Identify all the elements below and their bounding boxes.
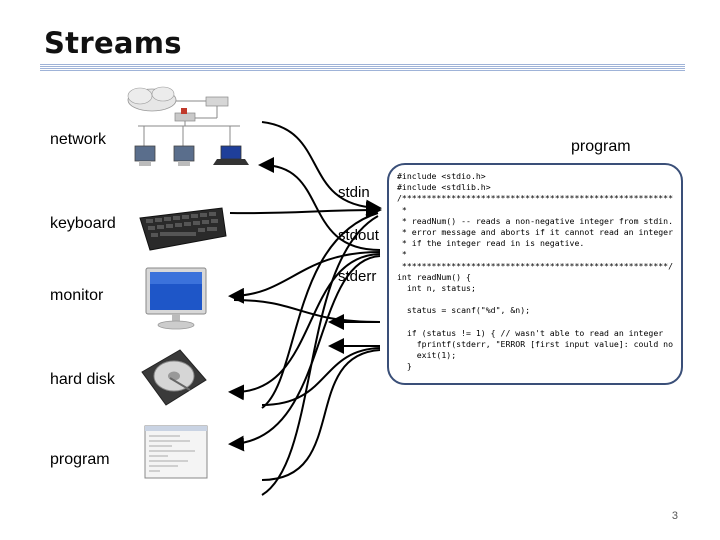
arrow-stdout-to-network <box>258 157 381 251</box>
arrow-stdout-to-monitor <box>228 251 381 304</box>
label-hard-disk: hard disk <box>50 371 115 388</box>
arrow-stderr-to-program <box>261 349 381 481</box>
arrow-stdout-to-harddisk <box>228 253 381 401</box>
program-window-icon <box>144 425 208 479</box>
label-program-right: program <box>571 138 631 155</box>
stream-stdin: stdin <box>338 184 370 201</box>
arrow-harddisk-to-stdin <box>261 212 379 409</box>
stream-stderr: stderr <box>338 268 377 285</box>
label-monitor: monitor <box>50 287 104 304</box>
code-listing: #include <stdio.h> #include <stdlib.h> /… <box>397 171 674 372</box>
label-network: network <box>50 131 107 148</box>
arrow-network-to-stdin <box>261 121 382 216</box>
keyboard-icon <box>139 207 227 251</box>
page-number: 3 <box>671 510 678 522</box>
monitor-icon <box>145 267 207 330</box>
program-source-code: #include <stdio.h> #include <stdlib.h> /… <box>387 163 683 385</box>
slide-title: Streams <box>44 26 182 60</box>
arrow-stdout-to-program <box>228 255 381 452</box>
arrow-stderr-to-harddisk <box>261 347 381 406</box>
label-keyboard: keyboard <box>50 215 116 232</box>
stream-stdout: stdout <box>338 227 379 244</box>
title-underline <box>40 64 685 71</box>
hard-disk-icon <box>141 349 207 406</box>
arrow-keyboard-to-stdin <box>229 202 382 219</box>
arrow-stderr-to-monitor <box>233 299 381 323</box>
network-icon <box>127 86 249 166</box>
label-program-left: program <box>50 451 110 468</box>
